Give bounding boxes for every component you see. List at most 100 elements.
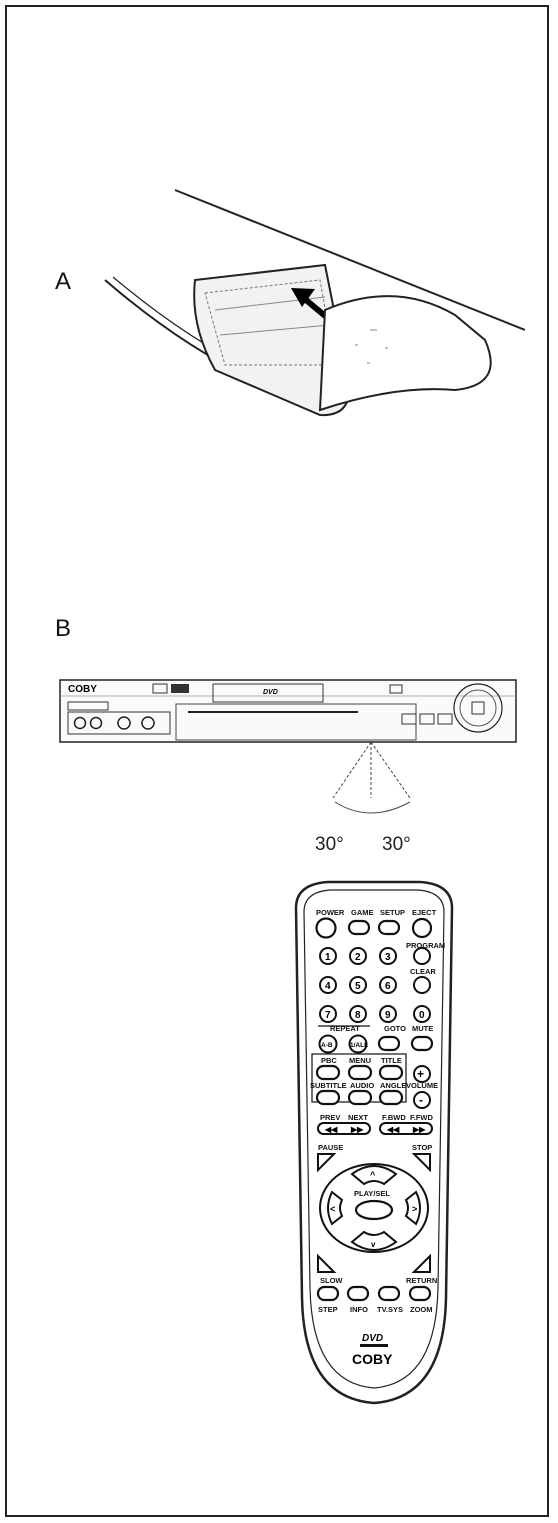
title-label: TITLE bbox=[381, 1056, 402, 1065]
nav-right-text: > bbox=[412, 1204, 417, 1214]
mute-button[interactable] bbox=[410, 1035, 434, 1052]
fbwd-label: F.BWD bbox=[382, 1113, 406, 1122]
num-6-label: 6 bbox=[385, 981, 391, 992]
pause-button[interactable] bbox=[317, 1153, 337, 1173]
prev-label: PREV bbox=[320, 1113, 340, 1122]
nav-left-text: < bbox=[330, 1204, 335, 1214]
repeat-ab-text: A-B bbox=[321, 1042, 333, 1049]
eject-label: EJECT bbox=[412, 908, 437, 917]
step-label: STEP bbox=[318, 1305, 338, 1314]
num-7-label: 7 bbox=[325, 1010, 331, 1021]
num-7-button[interactable] bbox=[319, 1005, 337, 1023]
fbwd-ffwd-button[interactable] bbox=[379, 1122, 433, 1135]
volume-down-button[interactable] bbox=[413, 1091, 431, 1109]
num-8-button[interactable] bbox=[349, 1005, 367, 1023]
nav-right-button[interactable] bbox=[404, 1190, 421, 1226]
menu-button[interactable] bbox=[347, 1064, 373, 1081]
num-3-label: 3 bbox=[385, 952, 391, 963]
setup-label: SETUP bbox=[380, 908, 405, 917]
slow-button[interactable] bbox=[317, 1253, 337, 1273]
num-3-button[interactable] bbox=[379, 947, 397, 965]
angle-button[interactable] bbox=[378, 1089, 404, 1106]
remote-control: POWER GAME SETUP EJECT PROGRAM 1 2 3 CLE… bbox=[294, 880, 454, 1405]
angle-label: ANGLE bbox=[380, 1081, 406, 1090]
nav-up-button[interactable] bbox=[350, 1165, 398, 1186]
pbc-button[interactable] bbox=[315, 1064, 341, 1081]
num-1-button[interactable] bbox=[319, 947, 337, 965]
step-button[interactable] bbox=[316, 1285, 340, 1302]
angle-right-label: 30° bbox=[382, 834, 411, 855]
nav-up-text: ^ bbox=[370, 1170, 376, 1180]
remote-brand-logo: COBY bbox=[352, 1351, 393, 1367]
nav-left-button[interactable] bbox=[327, 1190, 344, 1226]
page-frame bbox=[5, 5, 549, 1517]
num-9-button[interactable] bbox=[379, 1005, 397, 1023]
tray-logo: DVD bbox=[263, 689, 278, 696]
info-label: INFO bbox=[350, 1305, 368, 1314]
subtitle-button[interactable] bbox=[315, 1089, 341, 1106]
title-button[interactable] bbox=[378, 1064, 404, 1081]
volume-up-button[interactable] bbox=[413, 1065, 431, 1083]
eject-button[interactable] bbox=[411, 917, 433, 939]
return-label: RETURN bbox=[406, 1276, 437, 1285]
info-button[interactable] bbox=[346, 1285, 370, 1302]
game-label: GAME bbox=[351, 908, 374, 917]
num-1-label: 1 bbox=[325, 952, 331, 963]
playsel-label: PLAY/SEL bbox=[354, 1189, 390, 1198]
num-2-button[interactable] bbox=[349, 947, 367, 965]
clear-label: CLEAR bbox=[410, 967, 436, 976]
angle-left-label: 30° bbox=[315, 834, 344, 855]
power-button[interactable] bbox=[315, 917, 337, 939]
prev-next-button[interactable] bbox=[317, 1122, 371, 1135]
next-label: NEXT bbox=[348, 1113, 368, 1122]
svg-text:▶▶: ▶▶ bbox=[412, 1125, 426, 1134]
slow-label: SLOW bbox=[320, 1276, 343, 1285]
num-6-button[interactable] bbox=[379, 976, 397, 994]
play-sel-button[interactable] bbox=[354, 1199, 394, 1221]
audio-label: AUDIO bbox=[350, 1081, 374, 1090]
ffwd-label: F.FWD bbox=[410, 1113, 433, 1122]
zoom-label: ZOOM bbox=[410, 1305, 433, 1314]
volume-down-text: - bbox=[419, 1093, 423, 1107]
svg-text:▶▶: ▶▶ bbox=[350, 1125, 364, 1134]
clear-button[interactable] bbox=[413, 976, 431, 994]
pause-label: PAUSE bbox=[318, 1143, 343, 1152]
goto-button[interactable] bbox=[377, 1035, 401, 1052]
power-label: POWER bbox=[316, 908, 345, 917]
goto-label: GOTO bbox=[384, 1024, 406, 1033]
nav-down-text: v bbox=[371, 1240, 376, 1249]
program-label: PROGRAM bbox=[406, 941, 445, 950]
figure-b-label: B bbox=[55, 615, 72, 642]
num-0-label: 0 bbox=[419, 1010, 425, 1021]
return-button[interactable] bbox=[411, 1253, 431, 1273]
num-8-label: 8 bbox=[355, 1010, 361, 1021]
tvsys-button[interactable] bbox=[377, 1285, 401, 1302]
game-button[interactable] bbox=[347, 919, 371, 936]
pbc-label: PBC bbox=[321, 1056, 337, 1065]
volume-label: VOLUME bbox=[406, 1081, 438, 1090]
num-0-button[interactable] bbox=[413, 1005, 431, 1023]
zoom-button[interactable] bbox=[408, 1285, 432, 1302]
num-9-label: 9 bbox=[385, 1010, 391, 1021]
svg-text:◀◀: ◀◀ bbox=[324, 1125, 338, 1134]
svg-text:◀◀: ◀◀ bbox=[386, 1125, 400, 1134]
dvd-player-illustration: COBY DVD bbox=[59, 679, 517, 798]
repeat-all-text: 1/ALL bbox=[350, 1042, 368, 1049]
num-4-button[interactable] bbox=[319, 976, 337, 994]
program-button[interactable] bbox=[413, 947, 431, 965]
mute-label: MUTE bbox=[412, 1024, 433, 1033]
num-4-label: 4 bbox=[325, 981, 331, 992]
repeat-label: REPEAT bbox=[330, 1024, 360, 1033]
viewing-angle-diagram: 30° 30° bbox=[315, 801, 411, 855]
stop-label: STOP bbox=[412, 1143, 432, 1152]
nav-down-button[interactable] bbox=[350, 1230, 398, 1251]
figure-a-label: A bbox=[55, 268, 72, 295]
repeat-all-button[interactable] bbox=[348, 1034, 368, 1054]
subtitle-label: SUBTITLE bbox=[310, 1081, 347, 1090]
repeat-ab-button[interactable] bbox=[318, 1034, 338, 1054]
stop-button[interactable] bbox=[411, 1153, 431, 1173]
audio-button[interactable] bbox=[347, 1089, 373, 1106]
setup-button[interactable] bbox=[377, 919, 401, 936]
num-5-button[interactable] bbox=[349, 976, 367, 994]
tvsys-label: TV.SYS bbox=[377, 1305, 403, 1314]
